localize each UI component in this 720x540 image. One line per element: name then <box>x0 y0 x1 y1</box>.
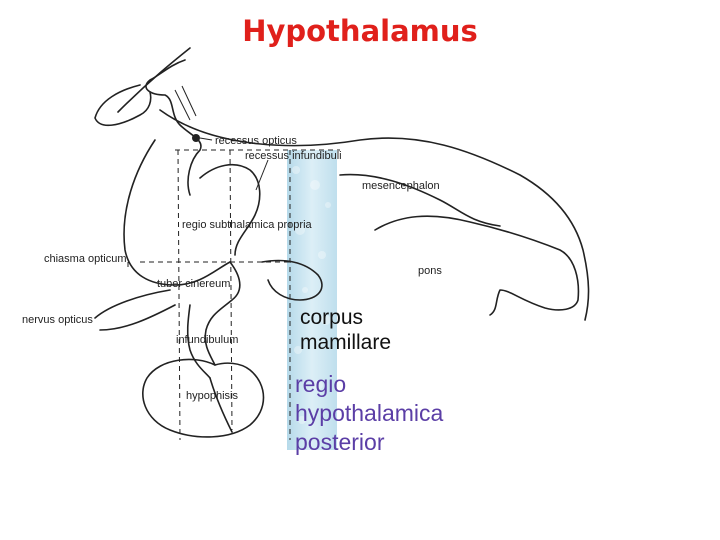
corpus-mamillare-line-2: mamillare <box>300 331 392 354</box>
page-title: Hypothalamus <box>242 14 478 48</box>
chiasma-outline <box>123 139 231 286</box>
pointer-recessus-infundibuli <box>255 159 269 191</box>
label-regio-hypothalamica-posterior: regio hypothalamica posterior <box>295 370 443 457</box>
regio-posterior-line-2: hypothalamica <box>295 400 444 426</box>
optic-nerve-outline <box>94 289 176 331</box>
pointer-hatch-2 <box>181 85 197 117</box>
label-corpus-mamillare: corpus mamillare <box>300 305 391 355</box>
anterior-commissure-fold <box>94 84 152 127</box>
infundibulum-stalk <box>186 304 211 379</box>
third-ventricle-floor <box>199 163 261 256</box>
recess-marker <box>192 134 200 142</box>
brainstem-outline <box>117 47 590 321</box>
regio-posterior-line-3: posterior <box>295 429 385 455</box>
tuber-cinereum-outline <box>204 261 241 366</box>
corpus-mamillare-line-1: corpus <box>300 306 364 329</box>
label-recessus-infundibuli: recessus infundibuli <box>245 150 342 162</box>
label-mesencephalon: mesencephalon <box>362 180 440 192</box>
pointer-recessus-opticus <box>199 137 213 141</box>
mammillary-outline <box>261 259 323 301</box>
regio-posterior-line-1: regio <box>295 371 347 397</box>
band-texture <box>292 166 331 443</box>
cerebral-aqueduct <box>339 173 501 227</box>
hypophysis-lobe-divider <box>209 377 233 433</box>
hypophysis-outline <box>142 358 265 438</box>
label-tuber-cinereum: tuber cinereum <box>157 278 231 290</box>
label-pons: pons <box>418 265 442 277</box>
pointer-hatch-1 <box>174 89 191 121</box>
label-chiasma-opticum: chiasma opticum <box>44 253 127 265</box>
pons-outline <box>374 215 580 316</box>
label-regio-subthalamica: regio subthalamica propria <box>182 219 312 231</box>
label-hypophisis: hypophisis <box>186 390 238 402</box>
boundary-middle <box>229 149 233 431</box>
lamina-terminalis <box>145 59 202 196</box>
boundary-left <box>177 149 181 441</box>
label-infundibulum: infundibulum <box>176 334 239 346</box>
label-nervus-opticus: nervus opticus <box>22 314 93 326</box>
label-recessus-opticus: recessus opticus <box>215 135 297 147</box>
